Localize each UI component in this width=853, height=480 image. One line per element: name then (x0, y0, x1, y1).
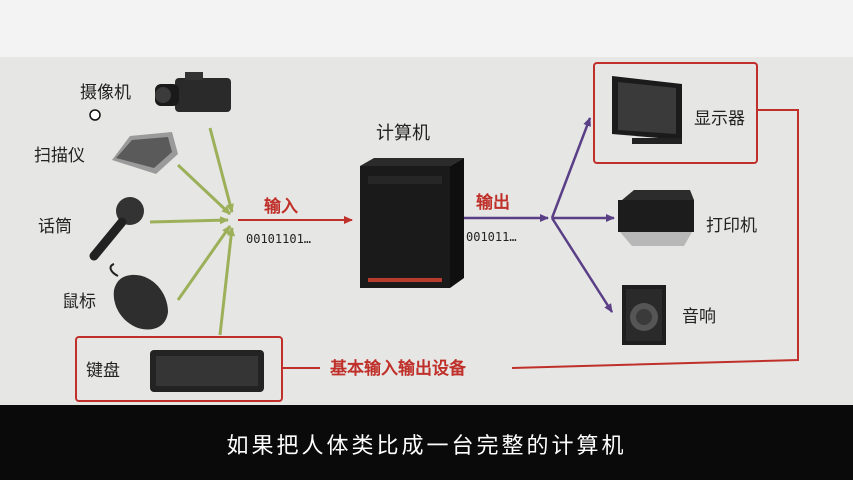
cursor-icon (90, 110, 100, 120)
input-bits: 00101101… (246, 232, 311, 246)
monitor-icon (612, 76, 682, 144)
basic-io-devices-label: 基本输入输出设备 (329, 358, 467, 379)
scanner-icon (112, 132, 178, 174)
video-subtitle: 如果把人体类比成一台完整的计算机 (0, 428, 853, 460)
printer-icon (618, 190, 694, 246)
keyboard-icon (150, 350, 264, 392)
input-arrow-label: 输入 (264, 196, 298, 217)
input-label-scanner: 扫描仪 (34, 146, 85, 166)
output-label-printer: 打印机 (706, 216, 757, 236)
output-bits: 001011… (466, 230, 517, 244)
computer-label: 计算机 (376, 123, 430, 144)
mouse-icon (111, 264, 168, 329)
input-label-camcorder: 摄像机 (80, 83, 131, 103)
input-label-mouse: 鼠标 (62, 292, 96, 312)
microphone-icon (94, 197, 144, 256)
input-label-keyboard: 键盘 (86, 361, 120, 381)
camcorder-icon (155, 72, 231, 112)
output-arrows (456, 118, 614, 312)
input-label-microphone: 话筒 (38, 217, 72, 237)
output-arrow-label: 输出 (476, 192, 510, 213)
output-label-speaker: 音响 (682, 307, 716, 327)
computer-tower-icon (360, 158, 464, 288)
speaker-icon (622, 285, 666, 345)
output-label-monitor: 显示器 (694, 109, 745, 129)
